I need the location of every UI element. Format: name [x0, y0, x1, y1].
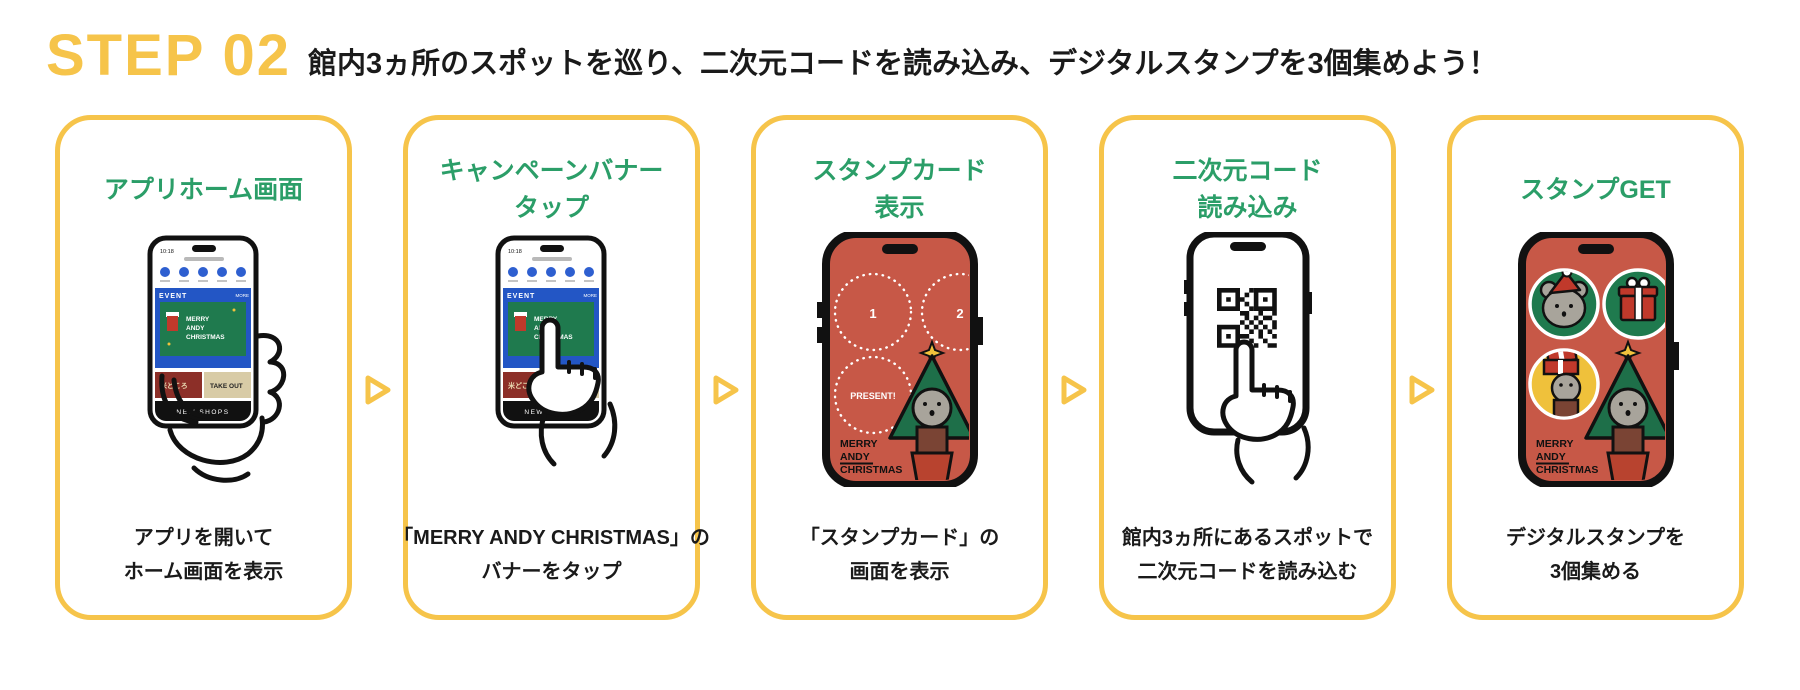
- phone-notch: [1229, 242, 1266, 251]
- panel-title-line: タップ: [513, 194, 589, 222]
- panel-banner-tap: キャンペーンバナー タップ 10:18: [393, 115, 710, 620]
- status-time: 10:18: [508, 249, 522, 255]
- panel-title: スタンプGET: [1520, 148, 1671, 232]
- phone-notch: [191, 245, 216, 252]
- phone-app-home-illustration: 10:18 EVENT MORE: [147, 235, 286, 483]
- step-label: STEP 02: [46, 23, 292, 88]
- phone-stamp-card-illustration: 1 2 PRESENT! MERRY ANDY: [816, 232, 983, 487]
- app-icon-row: [507, 267, 594, 282]
- panel-description: 館内3ヵ所にあるスポットで 二次元コードを読み込む: [1122, 521, 1373, 589]
- phone-stamps-illustration: MERRY ANDY CHRISTMAS: [1517, 232, 1679, 487]
- tapping-finger-illustration: [1219, 339, 1311, 485]
- panels-row: アプリホーム画面 10:18: [55, 115, 1744, 620]
- arrow-icon: [713, 375, 738, 405]
- panel-desc-line: 「MERRY ANDY CHRISTMAS」の: [393, 527, 710, 549]
- more-label: MORE: [235, 293, 249, 298]
- svg-text:CHRISTMAS: CHRISTMAS: [840, 464, 902, 476]
- svg-text:MERRY: MERRY: [186, 316, 210, 323]
- panel-stamp-card: スタンプカード 表示 1 2 PRESENT!: [751, 115, 1048, 620]
- panel-title-line: キャンペーンバナー: [439, 157, 664, 185]
- status-time: 10:18: [160, 249, 174, 255]
- phone-notch: [881, 244, 918, 254]
- app-icon-row: [159, 267, 246, 282]
- panel-description: デジタルスタンプを 3個集める: [1506, 521, 1685, 589]
- panel-desc-line: 画面を表示: [849, 561, 950, 583]
- panel-stamp-get: スタンプGET: [1447, 115, 1744, 620]
- panel-title-line: スタンプカード: [812, 157, 987, 185]
- stamp-gift-character: [1527, 348, 1600, 420]
- panel-description: 「MERRY ANDY CHRISTMAS」の バナーをタップ: [393, 521, 710, 589]
- event-label: EVENT: [507, 293, 535, 300]
- svg-text:MERRY: MERRY: [840, 438, 878, 450]
- stamp-santa-mouse: [1527, 268, 1600, 340]
- svg-text:CHRISTMAS: CHRISTMAS: [186, 334, 225, 341]
- tree-character: [887, 339, 969, 480]
- panel-title-line: 表示: [874, 194, 925, 222]
- panel-title: 二次元コード 読み込み: [1172, 148, 1322, 232]
- panel-qr-scan: 二次元コード 読み込み 館内3ヵ所にあるスポットで: [1099, 115, 1396, 620]
- event-label: EVENT: [159, 293, 187, 300]
- phone-qr-illustration: [1183, 232, 1312, 485]
- panel-description: アプリを開いて ホーム画面を表示: [124, 521, 283, 589]
- headline: 館内3ヵ所のスポットを巡り、二次元コードを読み込み、デジタルスタンプを3個集めよ…: [308, 48, 1498, 80]
- svg-text:ANDY: ANDY: [840, 451, 870, 463]
- arrow-icon: [365, 375, 390, 405]
- svg-text:米どころ: 米どころ: [507, 381, 536, 390]
- svg-text:MERRY: MERRY: [1536, 438, 1574, 450]
- stamp-slot-1-label: 1: [869, 306, 876, 321]
- phone-notch: [1577, 244, 1614, 254]
- svg-text:TAKE OUT: TAKE OUT: [210, 383, 243, 390]
- svg-text:ANDY: ANDY: [186, 325, 205, 332]
- stamp-slot-2-label: 2: [956, 306, 963, 321]
- panel-title: アプリホーム画面: [104, 148, 303, 232]
- panel-title-line: アプリホーム画面: [103, 175, 304, 204]
- arrow-icon: [1409, 375, 1434, 405]
- panel-title: キャンペーンバナー タップ: [440, 148, 664, 232]
- holding-hand-illustration: [158, 333, 286, 483]
- svg-text:CHRISTMAS: CHRISTMAS: [1536, 464, 1598, 476]
- stamp-gift: [1601, 268, 1665, 340]
- panel-desc-line: アプリを開いて: [133, 527, 274, 549]
- more-label: MORE: [583, 293, 597, 298]
- panel-description: 「スタンプカード」の 画面を表示: [800, 521, 999, 589]
- arrow-icon: [1061, 375, 1086, 405]
- new-shops-label: NEW SHOPS: [176, 409, 229, 416]
- panel-desc-line: 館内3ヵ所にあるスポットで: [1121, 527, 1374, 549]
- panel-desc-line: バナーをタップ: [481, 561, 622, 583]
- panel-desc-line: 二次元コードを読み込む: [1137, 561, 1358, 583]
- panel-app-home: アプリホーム画面 10:18: [55, 115, 352, 620]
- brand-text: MERRY ANDY CHRISTMAS: [839, 438, 902, 476]
- tree-character: [1583, 339, 1665, 480]
- panel-desc-line: 「スタンプカード」の: [799, 527, 1000, 549]
- panel-title-line: スタンプGET: [1520, 175, 1671, 204]
- phone-banner-tap-illustration: 10:18 EVENT MORE: [495, 235, 617, 467]
- panel-title-line: 読み込み: [1197, 194, 1298, 222]
- svg-text:ANDY: ANDY: [1536, 451, 1566, 463]
- panel-title-line: 二次元コード: [1172, 157, 1323, 185]
- brand-text: MERRY ANDY CHRISTMAS: [1535, 438, 1598, 476]
- phone-notch: [539, 245, 564, 252]
- panel-desc-line: デジタルスタンプを: [1506, 527, 1685, 549]
- present-slot-label: PRESENT!: [850, 391, 896, 401]
- panel-desc-line: ホーム画面を表示: [123, 561, 284, 583]
- tapping-finger-illustration: [525, 317, 617, 467]
- christmas-banner[interactable]: MERRY ANDY CHRISTMAS: [159, 302, 246, 356]
- panel-title: スタンプカード 表示: [812, 148, 986, 232]
- panel-desc-line: 3個集める: [1549, 561, 1642, 583]
